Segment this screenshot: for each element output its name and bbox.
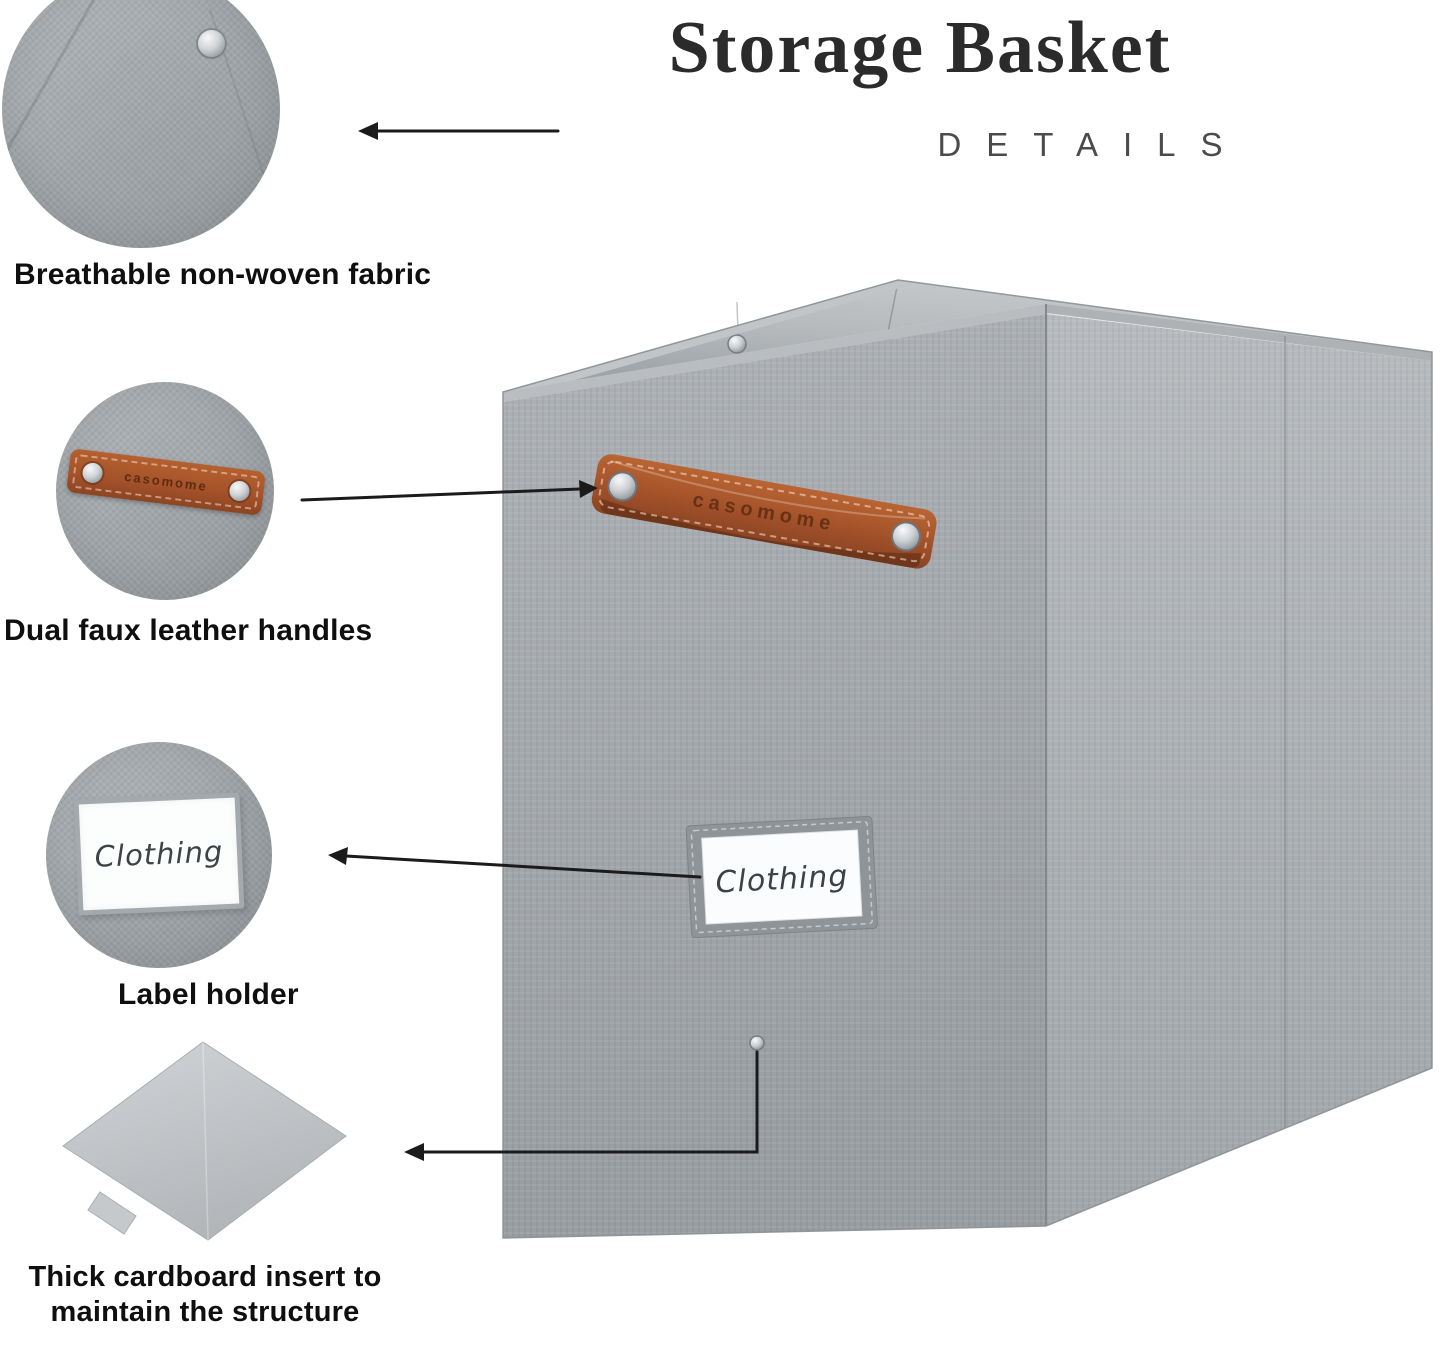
label-holder-closeup-inset: Clothing	[46, 742, 272, 968]
box-outline	[502, 279, 1433, 1239]
arrow-cardboard	[404, 1050, 759, 1161]
handle-right-rivet-icon	[890, 521, 921, 552]
inset-label-text: Clothing	[93, 834, 225, 874]
box-front-face	[503, 314, 1046, 1238]
arrow-handle	[300, 480, 598, 502]
callout-label-cardboard: Thick cardboard insert to maintain the s…	[28, 1261, 382, 1328]
box-rim-front	[503, 304, 1046, 402]
callout-label-handles: Dual faux leather handles	[4, 614, 373, 647]
leather-handle: casomome	[591, 454, 937, 569]
fabric-closeup-inset	[2, 0, 280, 248]
label-card-text: Clothing	[715, 859, 849, 901]
box-right-face	[1046, 314, 1432, 1226]
callout-label-label-holder: Label holder	[118, 978, 299, 1011]
cardboard-tab	[87, 1191, 137, 1235]
cardboard-insert-graphic	[62, 1041, 347, 1241]
label-card	[701, 829, 863, 925]
interior-snap-button-icon	[727, 334, 747, 354]
bottom-snap-button-icon	[749, 1035, 765, 1051]
label-holder: Clothing	[685, 815, 878, 939]
handle-closeup-inset: casomome	[56, 382, 274, 600]
label-holder-stitching	[690, 820, 873, 934]
arrow-label-holder	[328, 847, 702, 879]
inset-label-card: Clothing	[73, 792, 245, 916]
inset-leather-handle: casomome	[66, 448, 266, 516]
box-rim-right	[1046, 304, 1432, 361]
page-title: Storage Basket	[668, 7, 1172, 89]
callout-label-fabric: Breathable non-woven fabric	[14, 258, 432, 291]
snap-button-icon	[198, 30, 225, 57]
page-subtitle: DETAILS	[937, 126, 1248, 163]
handle-left-rivet-icon	[607, 471, 638, 502]
arrow-fabric	[358, 122, 560, 140]
box-rim-left	[503, 280, 903, 399]
handle-stitching	[598, 460, 931, 563]
